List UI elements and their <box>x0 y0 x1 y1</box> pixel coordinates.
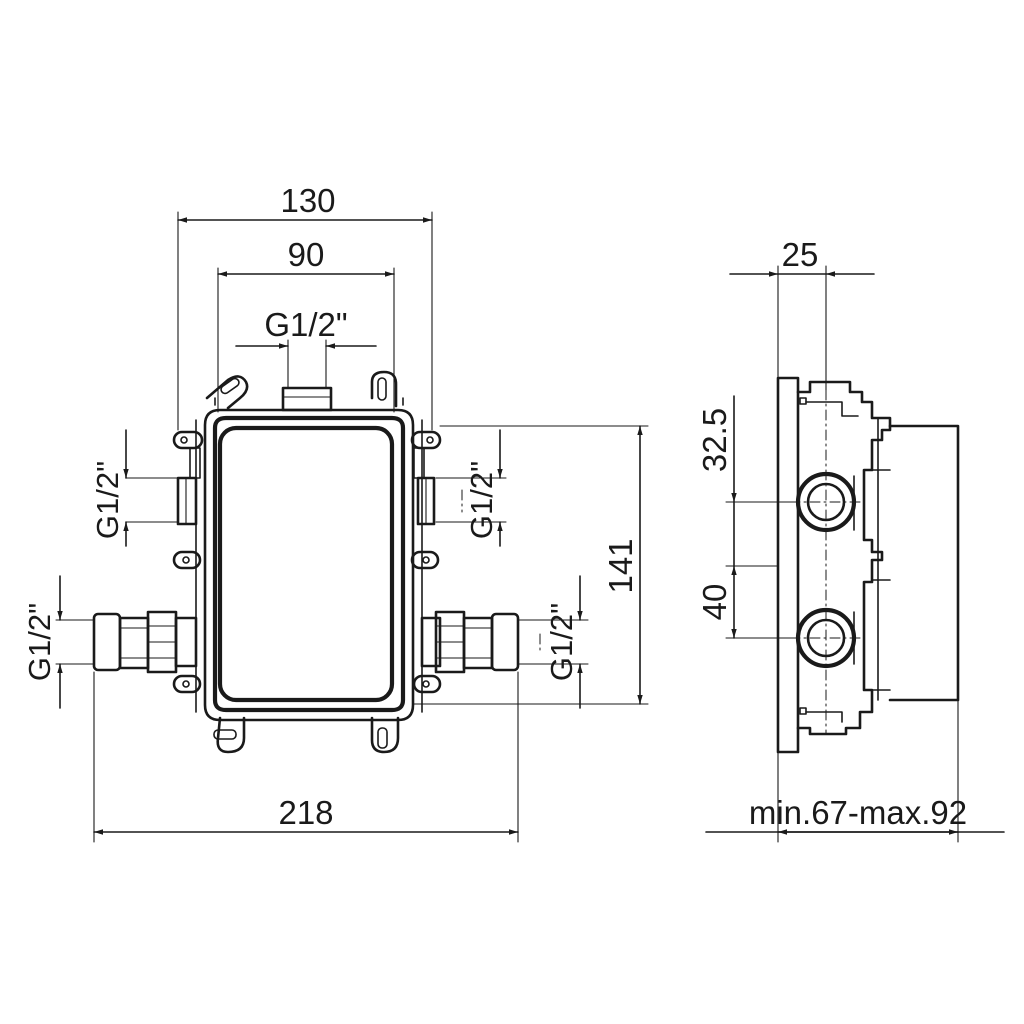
side-dimension-lines <box>705 271 1005 835</box>
mounting-lug-bottom-left <box>213 716 246 754</box>
side-body-outline <box>796 380 960 736</box>
mounting-lug-top-right <box>370 370 398 408</box>
dim-left-lower-thread-label: G1/2" <box>22 603 57 681</box>
dim-141-label: 141 <box>602 538 639 593</box>
side-ears <box>172 430 442 694</box>
dim-25-label: 25 <box>782 236 819 273</box>
dim-right-upper-thread-label: G1/2" <box>464 461 499 539</box>
side-view: 25 32.5 40 min.67-max.92 <box>696 236 1005 843</box>
left-upper-port <box>176 447 201 526</box>
dim-32-5-label: 32.5 <box>696 408 733 472</box>
dim-depth-range-label: min.67-max.92 <box>749 794 967 831</box>
dim-40-label: 40 <box>696 584 733 621</box>
dim-130-label: 130 <box>280 182 335 219</box>
right-upper-port <box>413 447 436 526</box>
front-dimension-lines <box>57 217 643 835</box>
mounting-lug-bottom-right <box>370 716 400 754</box>
dim-left-upper-thread-label: G1/2" <box>90 461 125 539</box>
side-mounting-plate <box>776 376 800 754</box>
mounting-lug-top-left <box>205 375 249 410</box>
front-view: 130 90 G1/2" 141 218 G1/2" G1/2" G1/2" G… <box>22 182 649 843</box>
top-port <box>281 386 333 412</box>
dim-top-thread-label: G1/2" <box>264 306 347 343</box>
right-lower-fitting <box>420 610 520 674</box>
left-lower-fitting <box>92 610 198 674</box>
dim-90-label: 90 <box>288 236 325 273</box>
dim-218-label: 218 <box>278 794 333 831</box>
front-extension-lines <box>55 211 649 843</box>
dim-right-lower-thread-label: G1/2" <box>544 603 579 681</box>
side-center-lines <box>789 389 863 735</box>
side-extension-lines <box>725 265 959 843</box>
mounting-box-outline <box>195 397 423 722</box>
